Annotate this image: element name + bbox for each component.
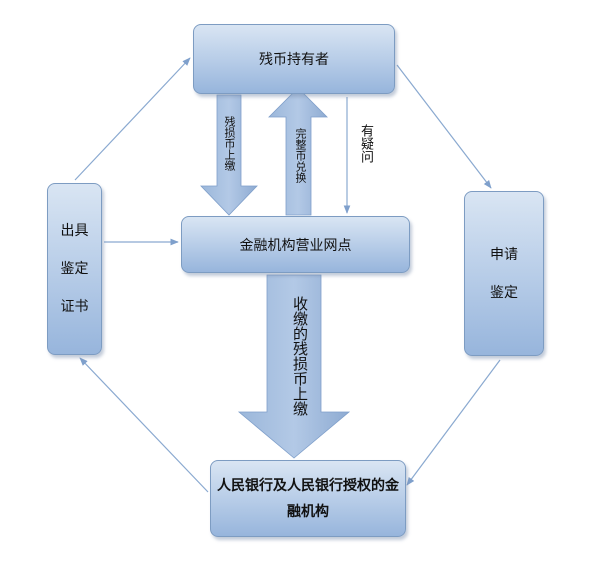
node-holder-label: 残币持有者 <box>259 52 329 68</box>
node-certificate-line-3: 证书 <box>60 299 89 315</box>
node-certificate-line-2: 鉴定 <box>60 261 89 277</box>
connector-apply-to-pboc <box>406 359 501 486</box>
node-branch: 金融机构营业网点 <box>181 216 410 273</box>
block-arrow-exchange <box>268 87 328 216</box>
node-apply-line-2: 鉴定 <box>490 284 518 301</box>
node-pboc-label: 人民银行及人民银行授权的金融机构 <box>217 477 399 520</box>
node-pboc: 人民银行及人民银行授权的金融机构 <box>210 460 406 537</box>
label-collected-upload: 收缴的残损币上缴 <box>291 296 309 416</box>
node-holder: 残币持有者 <box>193 24 395 94</box>
node-branch-label: 金融机构营业网点 <box>239 237 352 254</box>
node-apply-line-1: 申请 <box>490 246 518 263</box>
block-arrow-damaged-upload <box>200 94 258 216</box>
label-doubt: 有疑问 <box>358 124 373 163</box>
node-apply-appraisal: 申请 鉴定 <box>464 191 544 356</box>
label-exchange: 完整币兑换 <box>294 128 307 183</box>
connector-holder-to-apply <box>396 64 492 189</box>
block-arrow-collected-upload <box>237 274 351 459</box>
node-certificate: 出具 鉴定 证书 <box>47 183 102 355</box>
label-damaged-upload: 残损币上缴 <box>223 116 236 171</box>
connector-cert-to-holder <box>74 57 191 181</box>
node-certificate-line-1: 出具 <box>60 223 89 239</box>
connector-pboc-to-cert <box>79 357 209 493</box>
